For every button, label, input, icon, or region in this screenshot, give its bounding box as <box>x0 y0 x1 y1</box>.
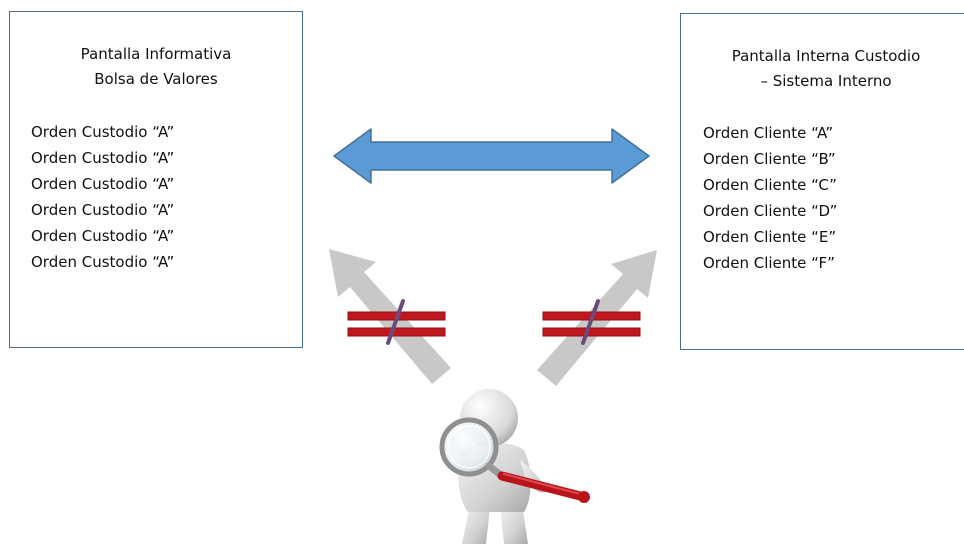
magnifying-glass-figure-icon <box>439 389 590 544</box>
left-order-item: Orden Custodio “A” <box>31 201 175 219</box>
right-order-item: Orden Cliente “A” <box>703 124 834 142</box>
right-panel-title: Pantalla Interna Custodio – Sistema Inte… <box>681 44 964 94</box>
not-equal-icon <box>542 299 641 345</box>
right-order-item: Orden Cliente “F” <box>703 254 835 272</box>
left-order-item: Orden Custodio “A” <box>31 175 175 193</box>
right-order-item: Orden Cliente “E” <box>703 228 837 246</box>
right-order-item: Orden Cliente “B” <box>703 150 836 168</box>
not-equal-icon <box>347 299 446 345</box>
left-panel-exchange-screen: Pantalla Informativa Bolsa de Valores Or… <box>9 11 303 348</box>
right-order-list: Orden Cliente “A” Orden Cliente “B” Orde… <box>703 120 837 276</box>
left-order-item: Orden Custodio “A” <box>31 253 175 271</box>
left-order-list: Orden Custodio “A” Orden Custodio “A” Or… <box>31 119 174 275</box>
right-order-item: Orden Cliente “D” <box>703 202 838 220</box>
right-order-item: Orden Cliente “C” <box>703 176 837 194</box>
left-order-item: Orden Custodio “A” <box>31 149 175 167</box>
left-panel-title-line1: Pantalla Informativa <box>80 45 232 63</box>
left-panel-title-line2: Bolsa de Valores <box>94 70 218 88</box>
double-headed-arrow-icon <box>333 128 650 184</box>
left-order-item: Orden Custodio “A” <box>31 123 175 141</box>
left-panel-title: Pantalla Informativa Bolsa de Valores <box>10 42 302 92</box>
right-panel-title-line1: Pantalla Interna Custodio <box>731 47 921 65</box>
left-order-item: Orden Custodio “A” <box>31 227 175 245</box>
right-panel-title-line2: – Sistema Interno <box>760 72 892 90</box>
right-panel-custodian-screen: Pantalla Interna Custodio – Sistema Inte… <box>680 13 964 350</box>
